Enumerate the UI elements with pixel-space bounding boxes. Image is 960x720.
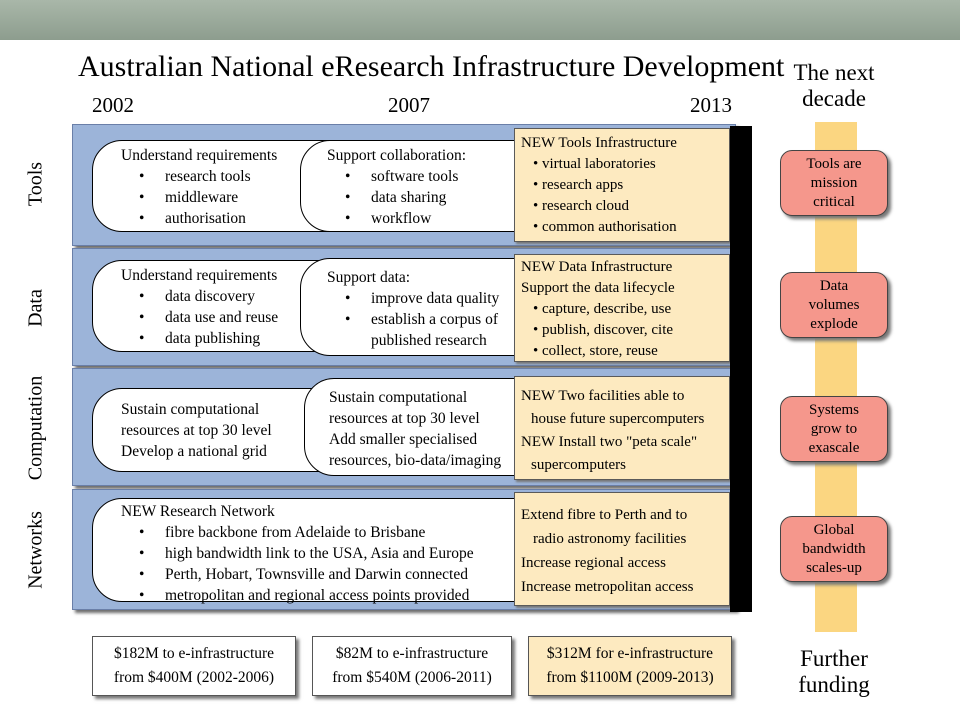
timeline-black-bar bbox=[730, 126, 752, 612]
further-funding-heading: Further funding bbox=[798, 646, 870, 697]
computation-stage3-box: NEW Two facilities able to house future … bbox=[514, 376, 730, 480]
data-stage1-box: Understand requirements •data discovery … bbox=[92, 260, 332, 352]
pill-tools-critical: Tools are mission critical bbox=[780, 150, 888, 216]
data-stage3-box: NEW Data Infrastructure Support the data… bbox=[514, 254, 730, 362]
pill-global-bandwidth: Global bandwidth scales-up bbox=[780, 516, 888, 582]
tools-stage3-box: NEW Tools Infrastructure • virtual labor… bbox=[514, 128, 730, 242]
tools-stage1-box: Understand requirements •research tools … bbox=[92, 140, 332, 232]
computation-stage2-box: Sustain computational resources at top 3… bbox=[304, 378, 532, 476]
networks-stage3-box: Extend fibre to Perth and to radio astro… bbox=[514, 492, 730, 606]
next-decade-heading: The next decade bbox=[793, 60, 875, 111]
year-mid: 2007 bbox=[388, 93, 430, 117]
year-end: 2013 bbox=[690, 93, 732, 117]
pill-systems-exascale: Systems grow to exascale bbox=[780, 396, 888, 462]
pill-data-volumes: Data volumes explode bbox=[780, 272, 888, 338]
computation-stage1-box: Sustain computational resources at top 3… bbox=[92, 388, 332, 472]
year-start: 2002 bbox=[92, 93, 134, 117]
funding-box-2002: $182M to e-infrastructure from $400M (20… bbox=[92, 636, 296, 696]
top-bar bbox=[0, 0, 960, 40]
funding-box-2013: $312M for e-infrastructure from $1100M (… bbox=[528, 636, 732, 696]
data-stage2-box: Support data: •improve data quality •est… bbox=[300, 258, 532, 356]
networks-stage1-box: NEW Research Network •fibre backbone fro… bbox=[92, 498, 532, 604]
tools-stage2-box: Support collaboration: •software tools •… bbox=[300, 140, 532, 232]
funding-box-2007: $82M to e-infrastructure from $540M (200… bbox=[312, 636, 512, 696]
page-title: Australian National eResearch Infrastruc… bbox=[78, 50, 785, 83]
row-label-networks: Networks bbox=[24, 511, 47, 589]
